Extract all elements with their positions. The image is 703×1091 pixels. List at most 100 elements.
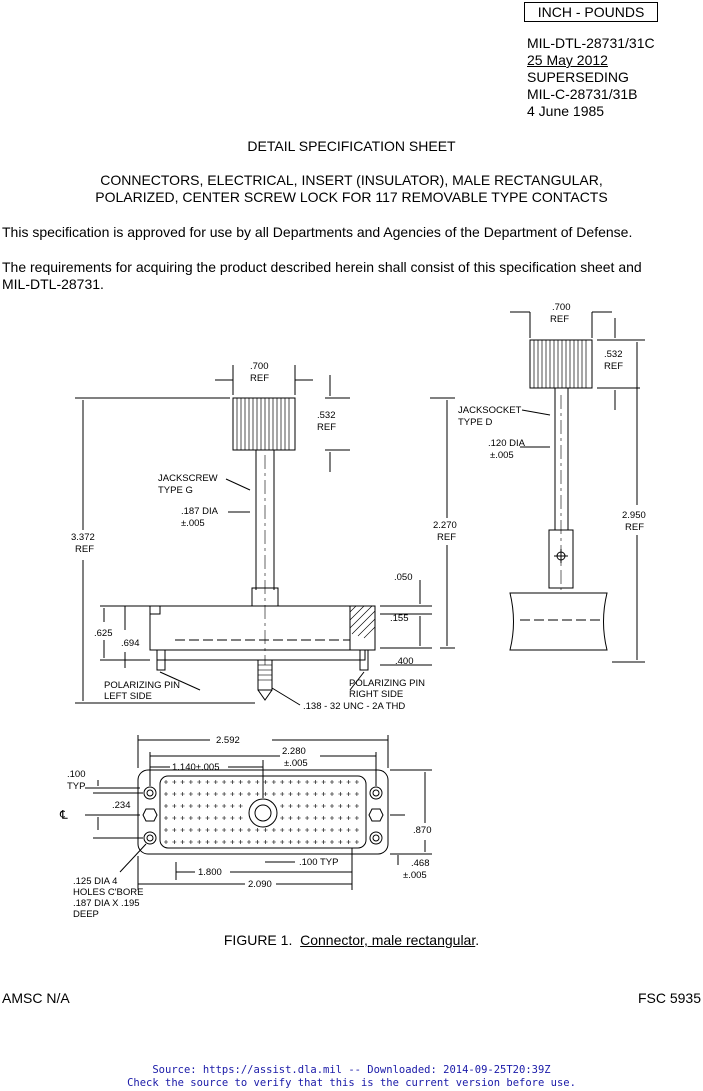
contact-cavity bbox=[354, 816, 359, 820]
approval-statement: This specification is approved for use b… bbox=[2, 224, 633, 240]
contact-cavity bbox=[338, 840, 343, 844]
amsc-label: AMSC N/A bbox=[2, 990, 70, 1006]
svg-text:.468: .468 bbox=[411, 858, 430, 869]
contact-cavity bbox=[255, 828, 260, 832]
contact-cavity bbox=[213, 780, 218, 784]
svg-text:JACKSCREW: JACKSCREW bbox=[158, 473, 218, 484]
contact-cavity bbox=[205, 816, 210, 820]
contact-cavity bbox=[280, 840, 285, 844]
dim-700-left: .700 bbox=[250, 361, 269, 372]
contact-cavity bbox=[188, 792, 193, 796]
svg-text:REF: REF bbox=[604, 361, 623, 372]
contact-cavity bbox=[271, 792, 276, 796]
contact-cavity bbox=[321, 780, 326, 784]
svg-text:±.005: ±.005 bbox=[284, 758, 308, 769]
svg-text:TYPE D: TYPE D bbox=[458, 417, 492, 428]
contact-cavity bbox=[321, 792, 326, 796]
contact-cavity bbox=[197, 828, 202, 832]
svg-text:.120 DIA: .120 DIA bbox=[488, 438, 526, 449]
contact-cavity bbox=[213, 816, 218, 820]
contact-cavity bbox=[330, 816, 334, 820]
contact-cavity bbox=[346, 780, 351, 784]
title-line-2: POLARIZED, CENTER SCREW LOCK FOR 117 REM… bbox=[95, 189, 608, 205]
contact-cavity bbox=[321, 804, 326, 808]
contact-cavity bbox=[296, 804, 301, 808]
contact-cavity bbox=[280, 792, 285, 796]
contact-cavity bbox=[313, 816, 318, 820]
title-line-1: CONNECTORS, ELECTRICAL, INSERT (INSULATO… bbox=[100, 172, 603, 188]
contact-cavity bbox=[222, 828, 227, 832]
contact-cavity bbox=[197, 780, 202, 784]
svg-text:DEEP: DEEP bbox=[73, 909, 99, 920]
svg-text:.625: .625 bbox=[94, 628, 113, 639]
contact-cavity bbox=[305, 792, 310, 796]
figure-caption-title: Connector, male rectangular bbox=[300, 932, 476, 948]
contact-cavity bbox=[263, 780, 268, 784]
svg-text:.700: .700 bbox=[552, 302, 571, 313]
contact-cavity bbox=[230, 828, 235, 832]
contact-cavity bbox=[222, 780, 227, 784]
contact-cavity bbox=[263, 792, 268, 796]
svg-text:POLARIZING PIN: POLARIZING PIN bbox=[104, 680, 180, 691]
svg-text:.532: .532 bbox=[317, 410, 336, 421]
svg-text:REF: REF bbox=[625, 522, 644, 533]
contact-cavity bbox=[280, 804, 285, 808]
contact-cavity bbox=[305, 780, 310, 784]
contact-cavity bbox=[271, 840, 276, 844]
contact-cavity bbox=[255, 840, 260, 844]
svg-text:POLARIZING PIN: POLARIZING PIN bbox=[349, 678, 425, 689]
contact-cavity bbox=[280, 780, 285, 784]
contact-cavity bbox=[280, 828, 285, 832]
contact-cavity bbox=[238, 804, 243, 808]
contact-cavity bbox=[346, 816, 351, 820]
contact-cavity bbox=[338, 780, 343, 784]
contact-cavity bbox=[255, 780, 260, 784]
contact-cavity bbox=[288, 804, 293, 808]
svg-text:TYPE G: TYPE G bbox=[158, 485, 193, 496]
contact-cavity bbox=[330, 804, 334, 808]
sheet-title: DETAIL SPECIFICATION SHEET bbox=[247, 138, 456, 154]
contact-cavity bbox=[180, 840, 185, 844]
contact-cavity bbox=[280, 816, 285, 820]
contact-cavity bbox=[321, 816, 326, 820]
contact-cavity bbox=[180, 828, 185, 832]
contact-cavity bbox=[238, 780, 243, 784]
contact-cavity bbox=[296, 840, 301, 844]
svg-text:.187 DIA X .195: .187 DIA X .195 bbox=[73, 898, 140, 909]
contact-cavity bbox=[238, 792, 243, 796]
svg-text:REF: REF bbox=[437, 532, 456, 543]
contact-cavity bbox=[180, 804, 185, 808]
contact-cavity bbox=[247, 792, 251, 796]
svg-text:.870: .870 bbox=[413, 825, 432, 836]
svg-text:.125 DIA 4: .125 DIA 4 bbox=[73, 876, 117, 887]
contact-cavity bbox=[164, 840, 168, 844]
contact-cavity bbox=[330, 828, 334, 832]
contact-cavity bbox=[213, 840, 218, 844]
svg-text:.234: .234 bbox=[112, 800, 131, 811]
connector-drawing: .700 REF .532 REF JACKSCREW TYPE G .187 … bbox=[59, 302, 646, 920]
svg-text:2.592: 2.592 bbox=[216, 735, 240, 746]
contact-cavity bbox=[271, 828, 276, 832]
contact-cavity bbox=[197, 816, 202, 820]
contact-cavity bbox=[338, 816, 343, 820]
contact-cavity bbox=[230, 792, 235, 796]
contact-cavity bbox=[213, 792, 218, 796]
contact-cavity bbox=[197, 792, 202, 796]
svg-text:REF: REF bbox=[550, 314, 569, 325]
contact-cavity bbox=[321, 828, 326, 832]
contact-cavity bbox=[205, 780, 210, 784]
contact-cavity bbox=[247, 840, 251, 844]
requirements-line-2: MIL-DTL-28731. bbox=[2, 276, 104, 292]
svg-text:3.372: 3.372 bbox=[71, 532, 95, 543]
svg-text:2.270: 2.270 bbox=[433, 520, 457, 531]
svg-text:TYP: TYP bbox=[67, 781, 85, 792]
document-date: 25 May 2012 bbox=[527, 52, 608, 68]
svg-text:.187 DIA: .187 DIA bbox=[181, 506, 219, 517]
svg-text:±.005: ±.005 bbox=[490, 450, 514, 461]
svg-text:.694: .694 bbox=[121, 638, 140, 649]
contact-cavity bbox=[172, 804, 177, 808]
contact-cavity bbox=[188, 780, 193, 784]
contact-cavity bbox=[188, 840, 193, 844]
contact-cavity bbox=[172, 840, 177, 844]
contact-cavity bbox=[346, 840, 351, 844]
